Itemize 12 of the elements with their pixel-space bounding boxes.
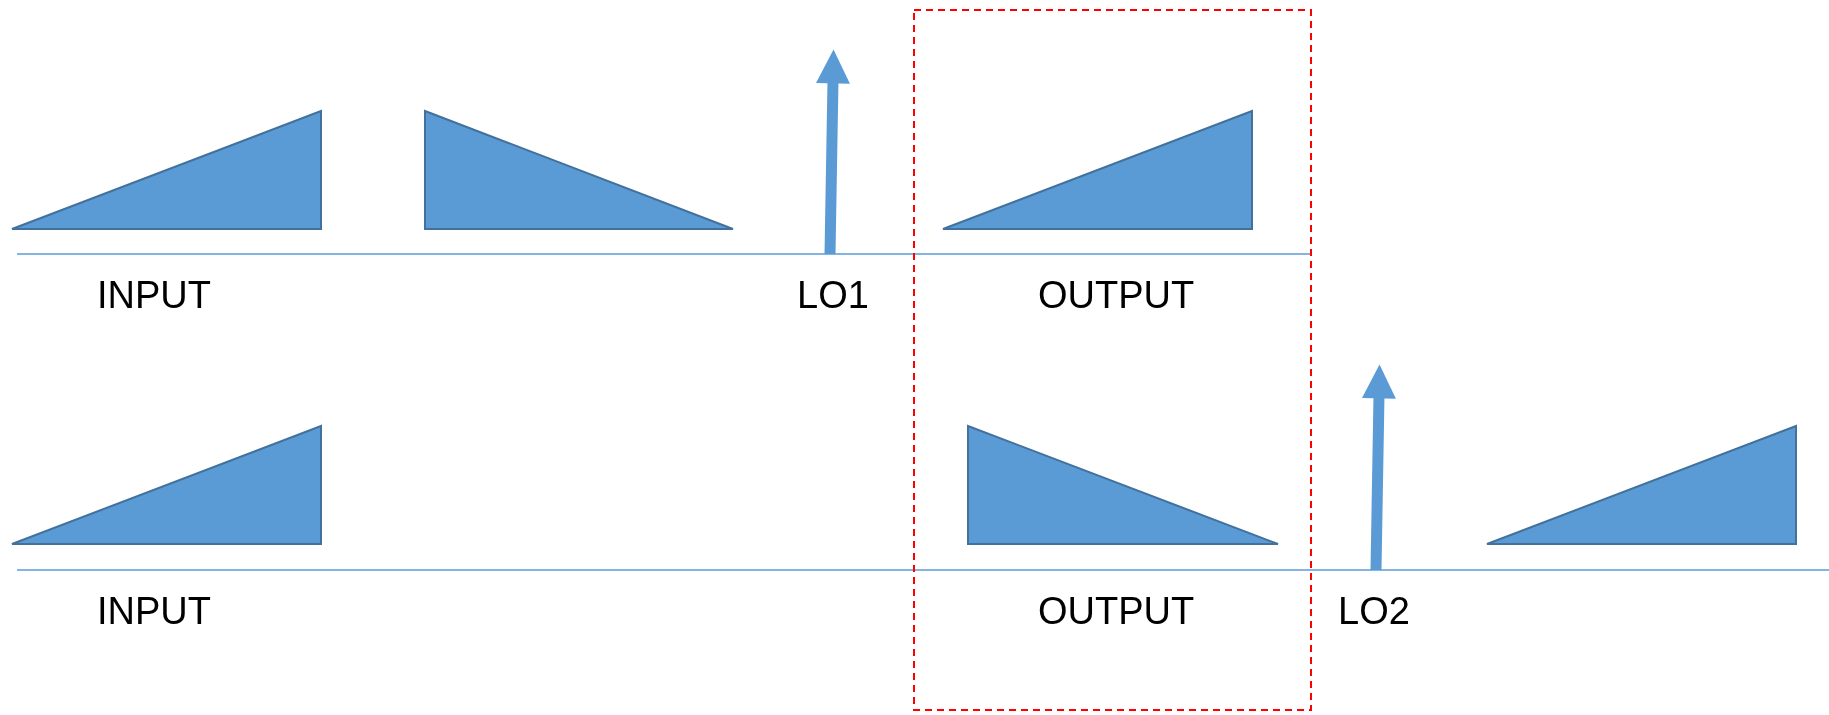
signal-label: LO1 bbox=[797, 276, 869, 314]
signal-label: OUTPUT bbox=[1038, 276, 1195, 314]
signal-label: LO2 bbox=[1338, 592, 1410, 630]
signal-label: OUTPUT bbox=[1038, 592, 1195, 630]
spectrum-triangle bbox=[967, 424, 1279, 545]
spectrum-triangle bbox=[11, 109, 322, 230]
signal-label: INPUT bbox=[97, 592, 211, 630]
spectrum-triangle bbox=[1486, 424, 1797, 545]
spectrum-triangle bbox=[942, 109, 1253, 230]
spectrum-triangle bbox=[11, 424, 322, 545]
spectrum-triangle bbox=[424, 109, 734, 230]
signal-label: INPUT bbox=[97, 276, 211, 314]
